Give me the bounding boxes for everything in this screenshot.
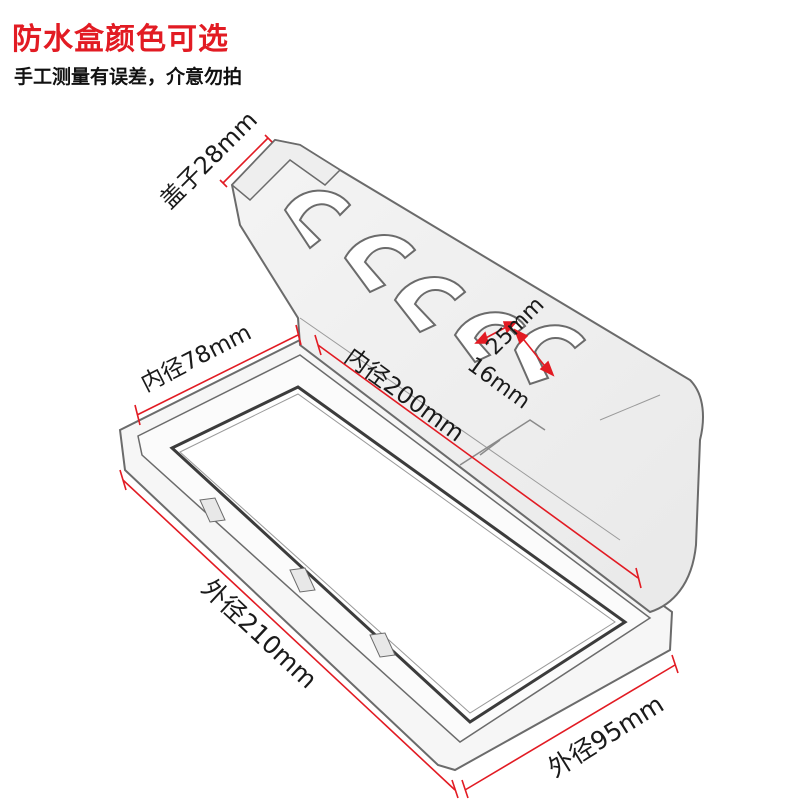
lid: [230, 138, 704, 614]
dimension-lines: [119, 134, 679, 799]
base-frame: [118, 338, 674, 772]
page-title: 防水盒颜色可选: [12, 22, 229, 57]
page-subtitle: 手工测量有误差，介意勿拍: [14, 66, 243, 88]
